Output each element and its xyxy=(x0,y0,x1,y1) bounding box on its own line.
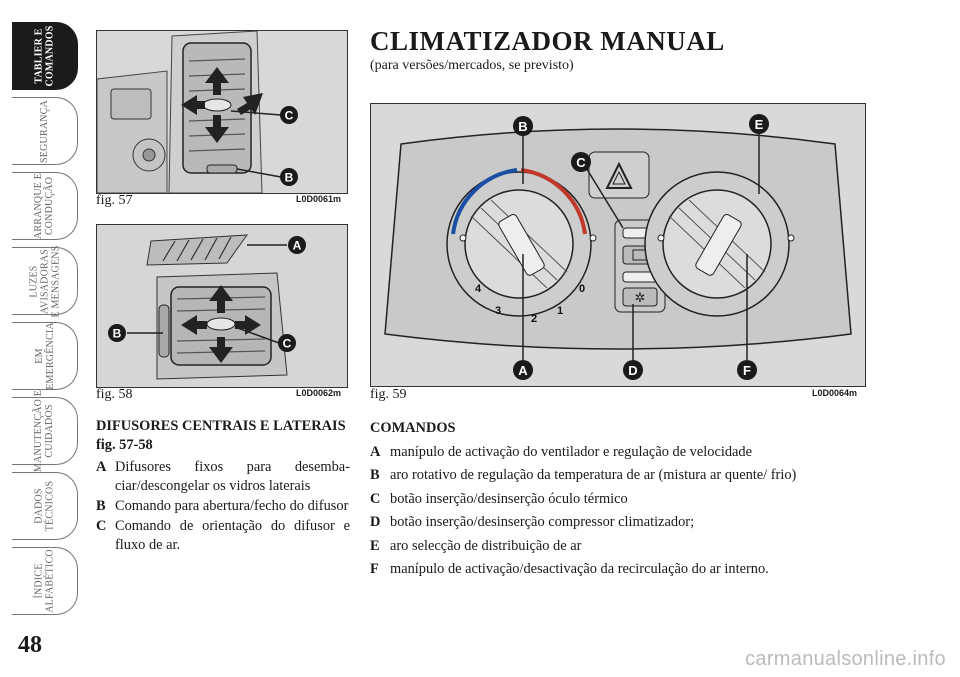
tab-manutencao-cuidados[interactable]: MANUTENÇÃO E CUIDADOS xyxy=(12,390,78,472)
vents-heading: DIFUSORES CENTRAIS E LATERAIS fig. 57-58 xyxy=(96,418,346,453)
tab-seguranca[interactable]: SEGURANÇA xyxy=(12,97,78,165)
fan-speed-4: 4 xyxy=(475,283,482,295)
tab-em-emergencia[interactable]: EM EMERGÊNCIA xyxy=(12,322,78,390)
figure-57-caption: fig. 57 xyxy=(96,193,133,208)
climate-control-panel-illustration: 4 3 2 1 0 ✲ B E C A D xyxy=(371,104,865,386)
callout-f: F xyxy=(743,363,751,378)
fan-speed-2: 2 xyxy=(531,313,537,325)
tab-tablier-comandos[interactable]: TABLIER E COMANDOS xyxy=(12,22,78,90)
side-vent-illustration: A B C xyxy=(97,225,347,387)
central-vent-illustration: C B xyxy=(97,31,347,193)
svg-text:✲: ✲ xyxy=(635,290,646,305)
callout-e: E xyxy=(755,117,764,132)
callout-c: C xyxy=(285,109,294,123)
figure-57-code: L0D0061m xyxy=(296,194,342,204)
callout-c: C xyxy=(576,155,586,170)
tab-arranque-conducao[interactable]: ARRANQUE E CONDUÇÃO xyxy=(12,172,78,240)
fan-speed-0: 0 xyxy=(579,283,585,295)
callout-b: B xyxy=(518,119,527,134)
controls-heading: COMANDOS xyxy=(370,420,456,436)
watermark: carmanualsonline.info xyxy=(745,648,946,670)
page-subtitle: (para versões/mercados, se previsto) xyxy=(370,58,574,73)
page-title: CLIMATIZADOR MANUAL xyxy=(370,26,725,56)
figure-59: 4 3 2 1 0 ✲ B E C A D xyxy=(370,103,866,387)
figure-59-caption: fig. 59 xyxy=(370,387,407,402)
fan-speed-1: 1 xyxy=(557,305,563,317)
figure-58-caption: fig. 58 xyxy=(96,387,133,402)
vents-section: DIFUSORES CENTRAIS E LATERAIS fig. 57-58… xyxy=(96,417,350,556)
tab-luzes-avisadoras[interactable]: LUZES AVISADORAS E MENSAGENS xyxy=(12,245,78,317)
callout-b: B xyxy=(285,171,294,185)
callout-d: D xyxy=(628,363,637,378)
figure-58: A B C xyxy=(96,224,348,388)
callout-c: C xyxy=(283,337,292,351)
figure-58-code: L0D0062m xyxy=(296,388,342,398)
tab-indice-alfabetico[interactable]: ÍNDICE ALFABÉTICO xyxy=(12,547,78,615)
figure-57: C B xyxy=(96,30,348,194)
fan-speed-3: 3 xyxy=(495,305,501,317)
callout-a: A xyxy=(293,239,302,253)
figure-59-code: L0D0064m xyxy=(812,388,858,398)
callout-b: B xyxy=(113,327,122,341)
tab-dados-tecnicos[interactable]: DADOS TÉCNICOS xyxy=(12,472,78,540)
page-number: 48 xyxy=(18,632,42,658)
callout-a: A xyxy=(518,363,528,378)
